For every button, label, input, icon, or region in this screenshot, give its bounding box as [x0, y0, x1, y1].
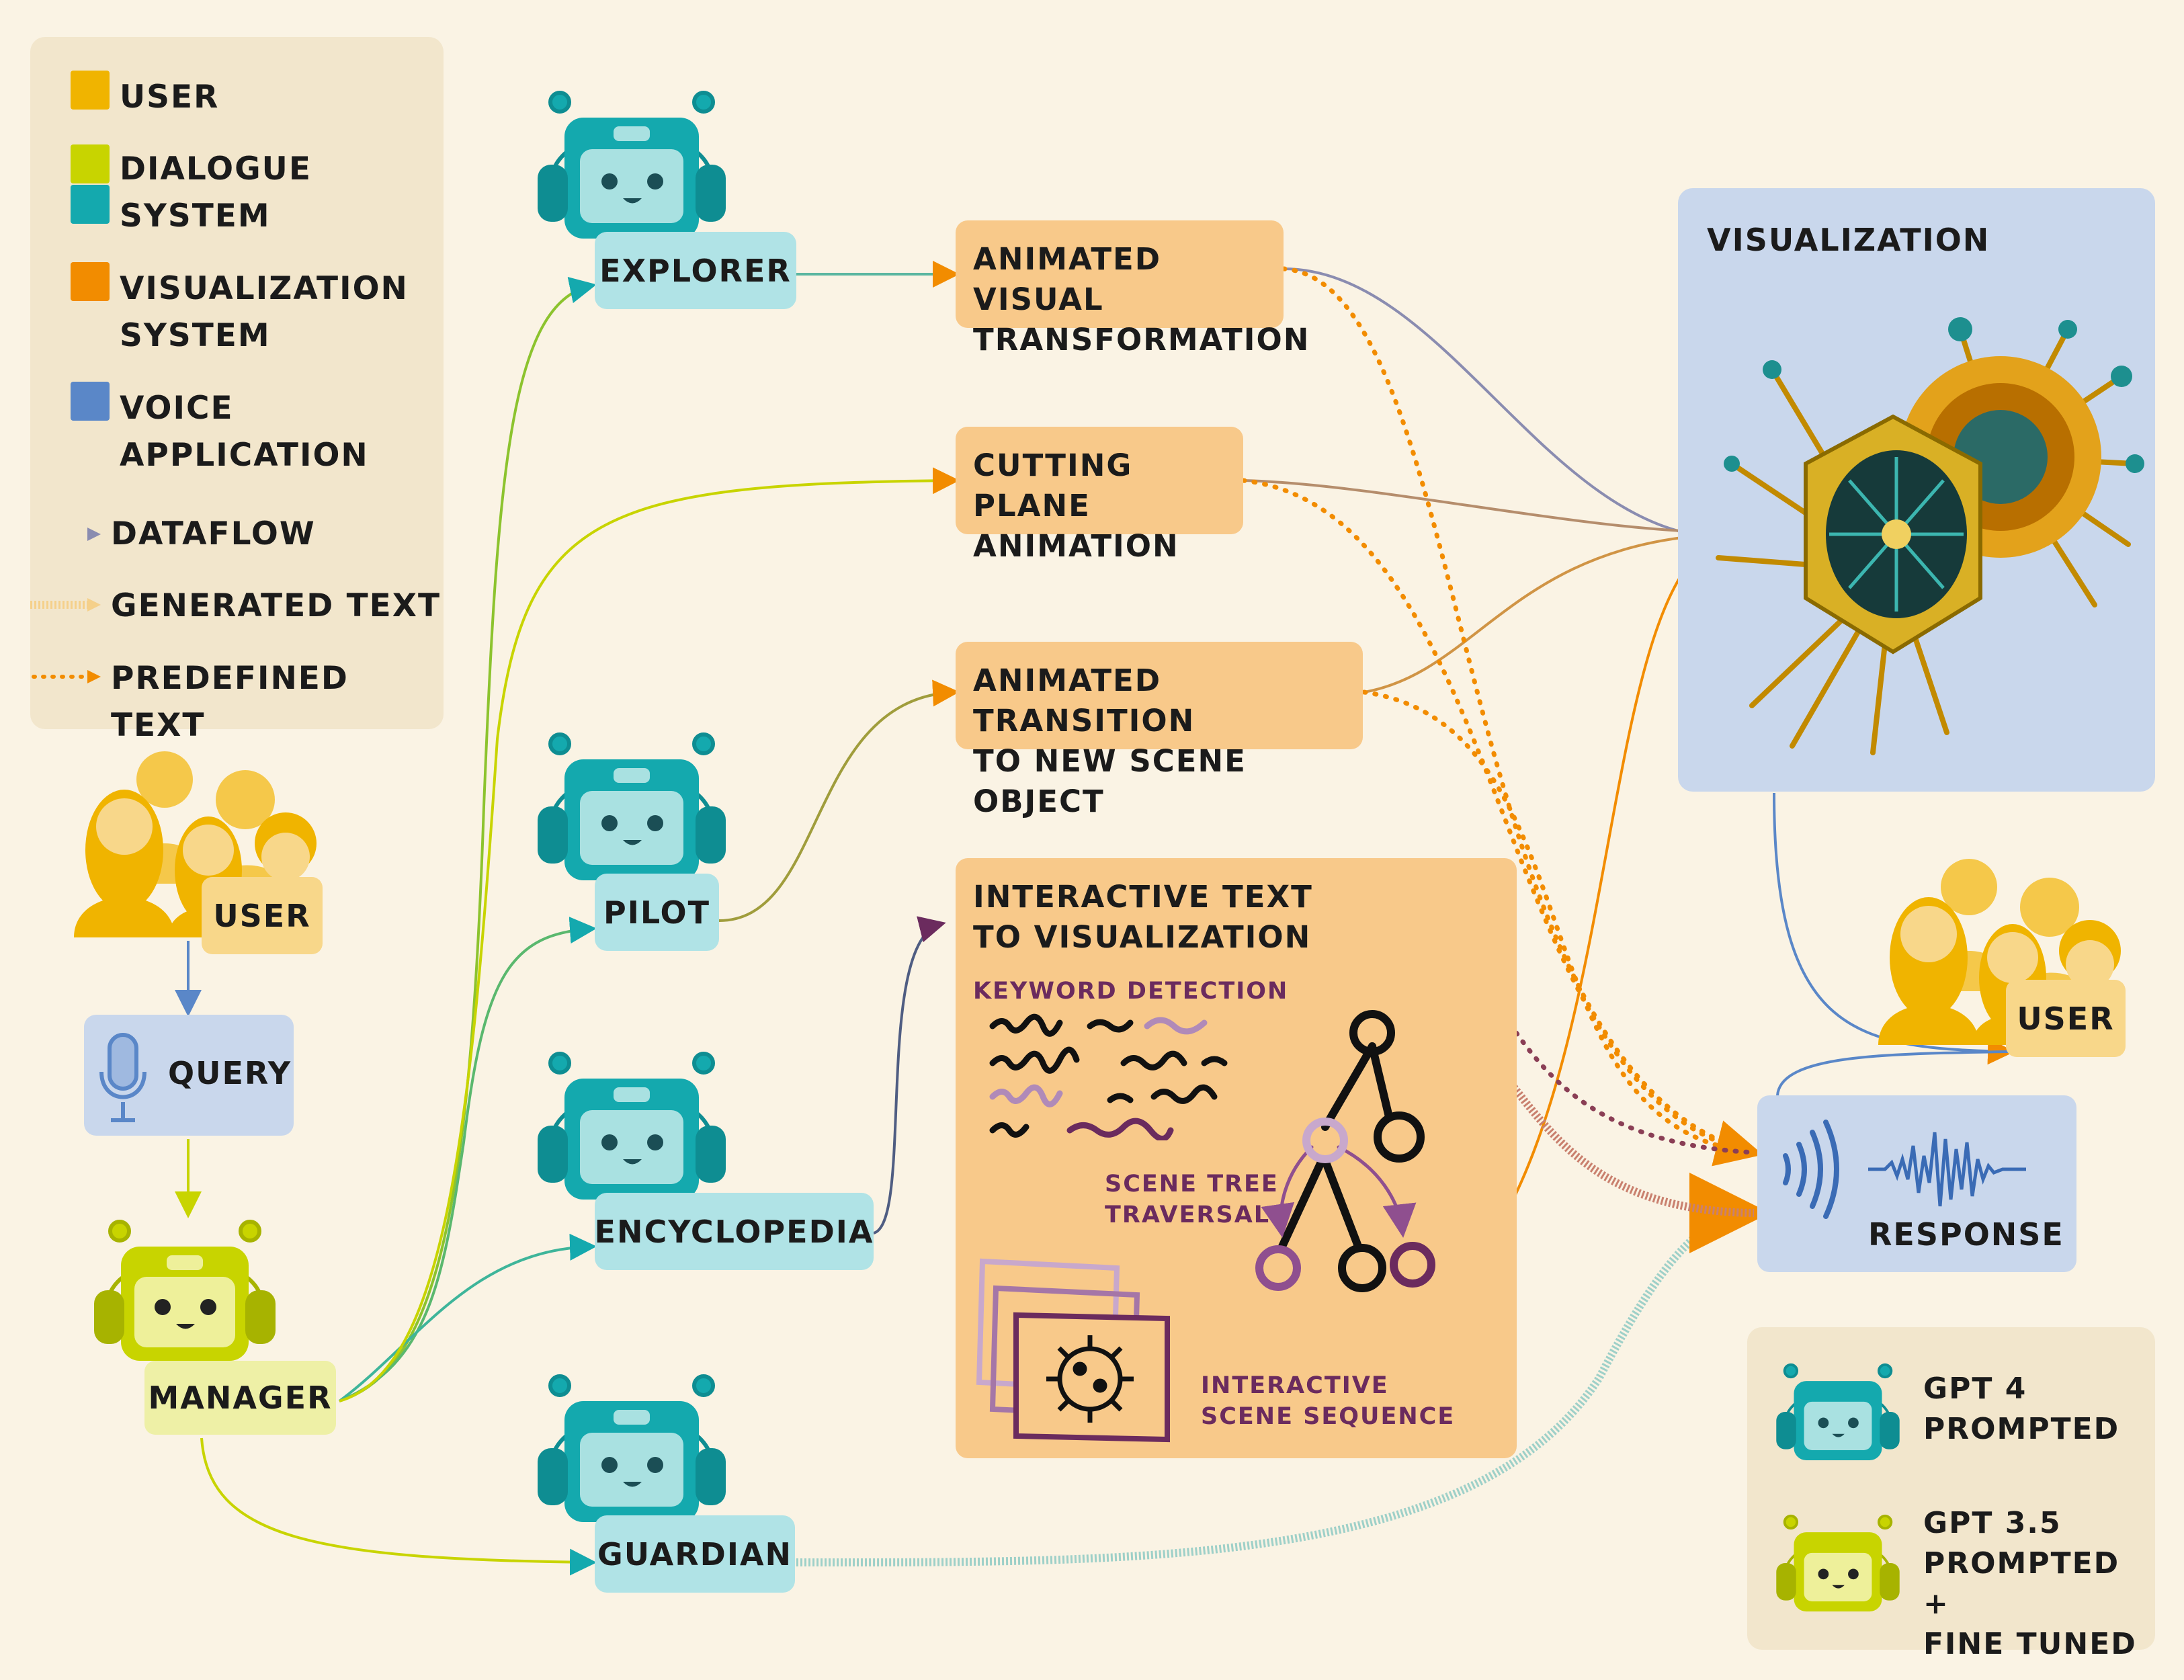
right-user-label-box: USER [2006, 980, 2126, 1057]
pilot-label: PILOT [603, 894, 710, 931]
guardian-robot-icon [538, 1374, 726, 1522]
legend-dialogue-label-2: SYSTEM [120, 198, 271, 235]
gpt4-line2: PROMPTED [1923, 1412, 2120, 1446]
pilot-robot-icon [538, 732, 726, 880]
scene-tree-line1: SCENE TREE [1105, 1171, 1279, 1198]
query-box: QUERY [84, 1015, 294, 1136]
explorer-agent: EXPLORER [595, 232, 796, 309]
scene-tree-icon [1255, 1010, 1435, 1292]
animated-transition-line2: TO NEW SCENE OBJECT [973, 743, 1247, 819]
flow-transition-vis [1363, 533, 1721, 694]
flow-manager-explorer [339, 277, 597, 1402]
flow-guardian-response [796, 1173, 1770, 1567]
flow-vis-user [1773, 792, 2015, 1065]
legend-voice-label-1: VOICE [120, 390, 234, 427]
pilot-agent: PILOT [595, 874, 719, 951]
scene-sequence-icon [976, 1258, 1170, 1443]
flow-manager-guardian [200, 1437, 597, 1576]
models-panel: GPT 4 PROMPTED GPT 3.5 PROMPTED + FINE T… [1747, 1327, 2155, 1661]
manager-label: MANAGER [148, 1380, 333, 1416]
legend-dialogue-swatch-bottom [71, 185, 110, 224]
flow-transition-response [1361, 689, 1757, 1155]
interactive-text-panel: INTERACTIVE TEXT TO VISUALIZATION KEYWOR… [956, 858, 1517, 1458]
legend-user-swatch [71, 71, 110, 110]
cutting-plane-box: CUTTING PLANE ANIMATION [956, 427, 1243, 564]
encyclopedia-agent: ENCYCLOPEDIA [595, 1193, 874, 1270]
encyclopedia-robot-icon [538, 1052, 726, 1200]
legend-vis-swatch [71, 262, 110, 301]
legend-vis-label-1: VISUALIZATION [120, 270, 409, 307]
scene-tree-line2: TRAVERSAL [1105, 1202, 1271, 1228]
keyword-detection-label: KEYWORD DETECTION [973, 978, 1289, 1005]
legend-dataflow-label: DATAFLOW [111, 515, 316, 552]
flow-pilot-transition [718, 679, 960, 922]
flow-encyclopedia-interactive [873, 916, 946, 1234]
interactive-title: INTERACTIVE TEXT TO VISUALIZATION [973, 877, 1313, 958]
response-box: RESPONSE [1757, 1095, 2076, 1272]
gpt35-line2: PROMPTED + [1923, 1546, 2120, 1621]
animated-visual-line2: TRANSFORMATION [973, 322, 1310, 358]
scene-tree-label: SCENE TREE TRAVERSAL [1105, 1169, 1279, 1230]
flow-animated-vis [1283, 267, 1721, 539]
explorer-robot-icon [538, 91, 726, 239]
left-user-text: USER [213, 897, 311, 934]
animated-visual-line1: ANIMATED VISUAL [973, 241, 1162, 317]
gpt4-line1: GPT 4 [1923, 1372, 2027, 1406]
gpt35-line3: FINE TUNED [1923, 1627, 2137, 1661]
right-user-label: USER [2017, 1000, 2115, 1037]
legend-predefined-arrow [32, 670, 101, 683]
legend-voice-label-2: APPLICATION [120, 437, 369, 474]
flow-manager-encyclopedia [338, 1233, 597, 1402]
interactive-title-line2: TO VISUALIZATION [973, 919, 1312, 955]
legend-generated-label: GENERATED TEXT [111, 587, 442, 624]
legend-vis-label-2: SYSTEM [120, 317, 271, 354]
manager-robot-icon [94, 1220, 276, 1361]
sound-wave-icon [1783, 1120, 2026, 1219]
manager-label-box: MANAGER [144, 1361, 336, 1435]
cutting-plane-line2: ANIMATION [973, 528, 1179, 564]
gpt35-line1: GPT 3.5 [1923, 1506, 2062, 1540]
virus-illustration [1716, 317, 2144, 755]
visualization-panel: VISUALIZATION [1678, 188, 2155, 792]
cutting-plane-line1: CUTTING PLANE [973, 448, 1133, 523]
legend-panel: USER DIALOGUE SYSTEM VISUALIZATION SYSTE… [30, 37, 444, 744]
microphone-icon [99, 1033, 146, 1122]
left-user-label: USER [202, 877, 323, 954]
animated-visual-box: ANIMATED VISUAL TRANSFORMATION [956, 220, 1308, 358]
legend-dataflow-arrow [30, 528, 101, 541]
interactive-title-line1: INTERACTIVE TEXT [973, 879, 1313, 915]
animated-transition-line1: ANIMATED TRANSITION [973, 663, 1195, 739]
visualization-title: VISUALIZATION [1707, 222, 1990, 258]
user-group-icon [74, 751, 317, 937]
gpt35-label: GPT 3.5 PROMPTED + FINE TUNED [1923, 1503, 2155, 1665]
legend-dialogue-swatch-top [71, 144, 110, 183]
guardian-agent: GUARDIAN [595, 1515, 795, 1593]
flow-cutting-vis [1243, 479, 1726, 546]
animated-transition-box: ANIMATED TRANSITION TO NEW SCENE OBJECT [956, 642, 1363, 819]
scene-sequence-line2: SCENE SEQUENCE [1201, 1403, 1456, 1430]
legend-dialogue-label-1: DIALOGUE [120, 151, 312, 187]
flow-manager-cutting [339, 467, 960, 1402]
keyword-scribbles [989, 1013, 1228, 1140]
scene-sequence-label: INTERACTIVE SCENE SEQUENCE [1201, 1370, 1455, 1432]
encyclopedia-label: ENCYCLOPEDIA [594, 1213, 874, 1250]
gpt4-robot-icon [1776, 1363, 1900, 1461]
response-label: RESPONSE [1868, 1216, 2064, 1253]
waveform [1868, 1132, 2026, 1207]
scene-sequence-line1: INTERACTIVE [1201, 1372, 1389, 1399]
legend-generated-arrow [30, 598, 101, 612]
flow-cutting-response [1241, 478, 1757, 1155]
legend-predefined-label: PREDEFINED TEXT [111, 660, 349, 744]
flow-manager-pilot [339, 917, 597, 1402]
query-label: QUERY [168, 1055, 292, 1091]
legend-user-label: USER [120, 79, 220, 116]
explorer-label: EXPLORER [599, 252, 792, 289]
guardian-label: GUARDIAN [597, 1536, 793, 1572]
flow-animated-response [1281, 266, 1763, 1167]
flow-response-user [1776, 1050, 2010, 1096]
gpt35-robot-icon [1776, 1514, 1900, 1612]
gpt4-label: GPT 4 PROMPTED [1923, 1369, 2119, 1450]
legend-voice-swatch [71, 382, 110, 421]
